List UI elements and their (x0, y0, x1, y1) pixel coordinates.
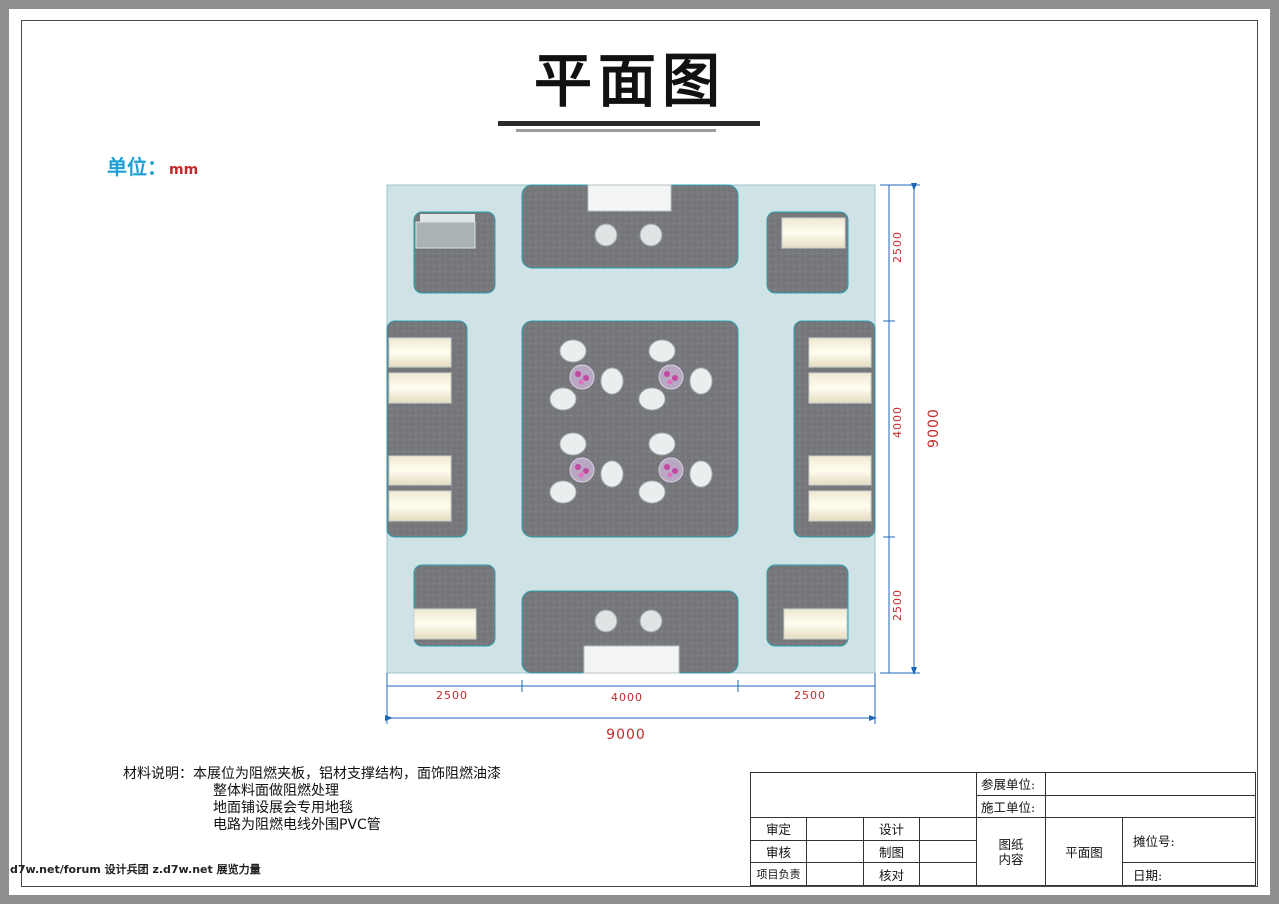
lightbox-left-4 (388, 490, 452, 522)
unit-label: 单位：mm (107, 155, 199, 179)
title-underline (498, 121, 760, 126)
design-label: 设计 (863, 817, 920, 841)
notes-line: 整体料面做阻燃处理 (213, 783, 339, 799)
drawing-content-label: 图纸内容 (976, 817, 1046, 886)
lightbox-bottom-left (413, 608, 477, 640)
stools-bottom (594, 609, 663, 633)
notes-label: 材料说明： (123, 766, 193, 782)
counter-top (587, 184, 672, 212)
builder-value (1045, 794, 1256, 819)
drafting-label: 制图 (863, 839, 920, 864)
table-set (549, 339, 624, 411)
exhibitor-label: 参展单位: (976, 772, 1046, 796)
dim-h-seg-1: 2500 (436, 689, 468, 702)
lightbox-left-3 (388, 455, 452, 486)
logo-cell (750, 771, 977, 819)
unit-value: mm (169, 162, 199, 178)
drawing-content-value: 平面图 (1045, 817, 1123, 886)
lightbox-right-4 (808, 490, 872, 522)
check-value (919, 862, 977, 886)
review-label: 审定 (750, 817, 807, 841)
dim-v-seg-1: 2500 (891, 231, 904, 263)
stools-top (594, 223, 663, 247)
design-value (919, 817, 977, 841)
notes-line: 本展位为阻燃夹板，铝材支撑结构，面饰阻燃油漆 (193, 766, 501, 782)
title-block: 参展单位: 施工单位: 审定 设计 图纸内容 平面图 摊位号: 审核 制图 项目… (750, 771, 1256, 886)
horizontal-dimension (385, 673, 877, 724)
lightbox-left-1 (388, 337, 452, 368)
dim-h-seg-2: 4000 (611, 691, 643, 704)
project-lead-value (806, 862, 864, 886)
counter-bottom (583, 645, 680, 674)
review-value (806, 817, 864, 841)
lightbox-right-2 (808, 372, 872, 404)
inner-border (21, 20, 1258, 887)
lightbox-left-2 (388, 372, 452, 404)
audit-label: 审核 (750, 839, 807, 864)
dim-v-seg-3: 2500 (891, 589, 904, 621)
drafting-value (919, 839, 977, 864)
material-notes: 材料说明：本展位为阻燃夹板，铝材支撑结构，面饰阻燃油漆 整体料面做阻燃处理 地面… (123, 766, 501, 834)
builder-label: 施工单位: (976, 794, 1046, 819)
project-lead-label: 项目负责 (750, 862, 807, 886)
dim-h-seg-3: 2500 (794, 689, 826, 702)
exhibitor-value (1045, 772, 1256, 796)
dim-v-seg-2: 4000 (891, 406, 904, 438)
page-title: 平面图 (533, 47, 726, 115)
vertical-dimension (880, 183, 920, 675)
title-underline-thin (516, 129, 716, 132)
date-label: 日期: (1122, 862, 1256, 886)
dim-h-total: 9000 (606, 727, 646, 743)
lightbox-top-right (781, 217, 846, 249)
lightbox-bottom-right (783, 608, 848, 640)
cabinet-top-left (415, 214, 476, 249)
dim-v-total: 9000 (926, 408, 942, 448)
notes-line: 电路为阻燃电线外围PVC管 (213, 817, 381, 833)
carpet-center (521, 320, 739, 538)
notes-line: 地面铺设展会专用地毯 (213, 800, 353, 816)
lightbox-right-1 (808, 337, 872, 368)
watermark: d7w.net/forum 设计兵团 z.d7w.net 展览力量 (10, 863, 261, 876)
check-label: 核对 (863, 862, 920, 886)
lightbox-right-3 (808, 455, 872, 486)
audit-value (806, 839, 864, 864)
booth-no-label: 摊位号: (1122, 817, 1256, 864)
